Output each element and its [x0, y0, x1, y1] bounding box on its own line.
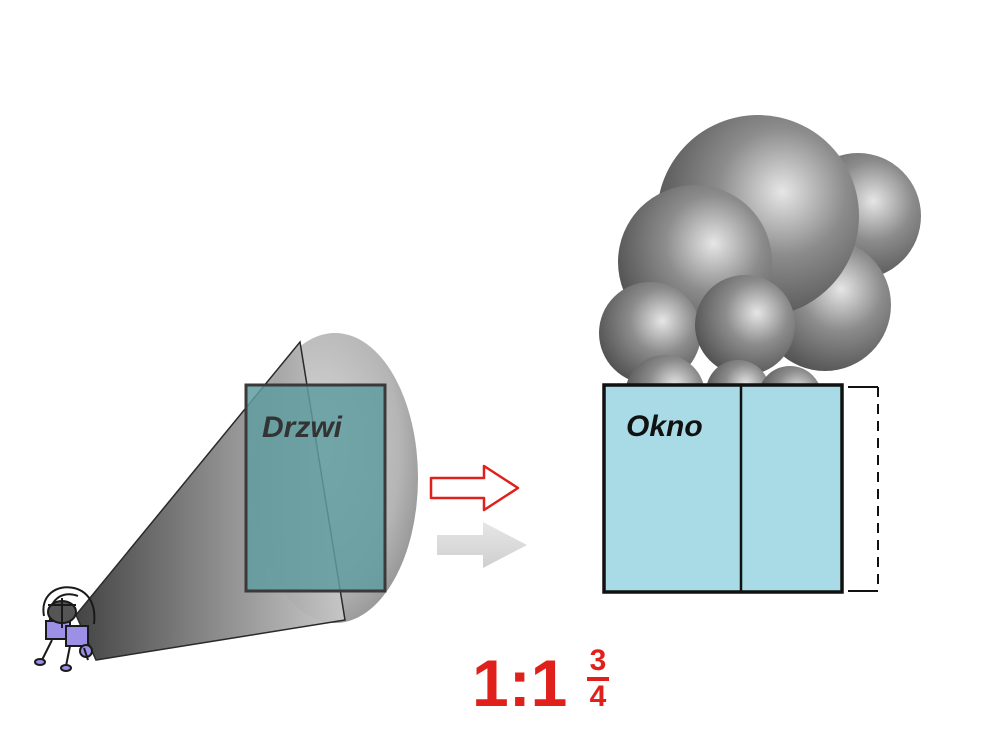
window-frame: Okno [602, 383, 844, 594]
door-label: Drzwi [262, 411, 343, 444]
ratio-denominator: 4 [590, 680, 607, 713]
window-label: Okno [626, 410, 703, 443]
window-rectangle [602, 383, 844, 594]
arrow-right-outline-icon [429, 464, 520, 512]
arrow-right-icon [437, 522, 527, 568]
ratio-label: 1:1 3 4 [472, 644, 609, 720]
ratio-whole: 1:1 [472, 646, 567, 720]
projector-icon [34, 586, 96, 672]
height-bracket [848, 386, 879, 592]
ratio-fraction-bar [587, 677, 609, 681]
door-rectangle [244, 383, 387, 593]
ratio-numerator: 3 [590, 644, 607, 677]
door-frame: Drzwi [244, 383, 387, 593]
